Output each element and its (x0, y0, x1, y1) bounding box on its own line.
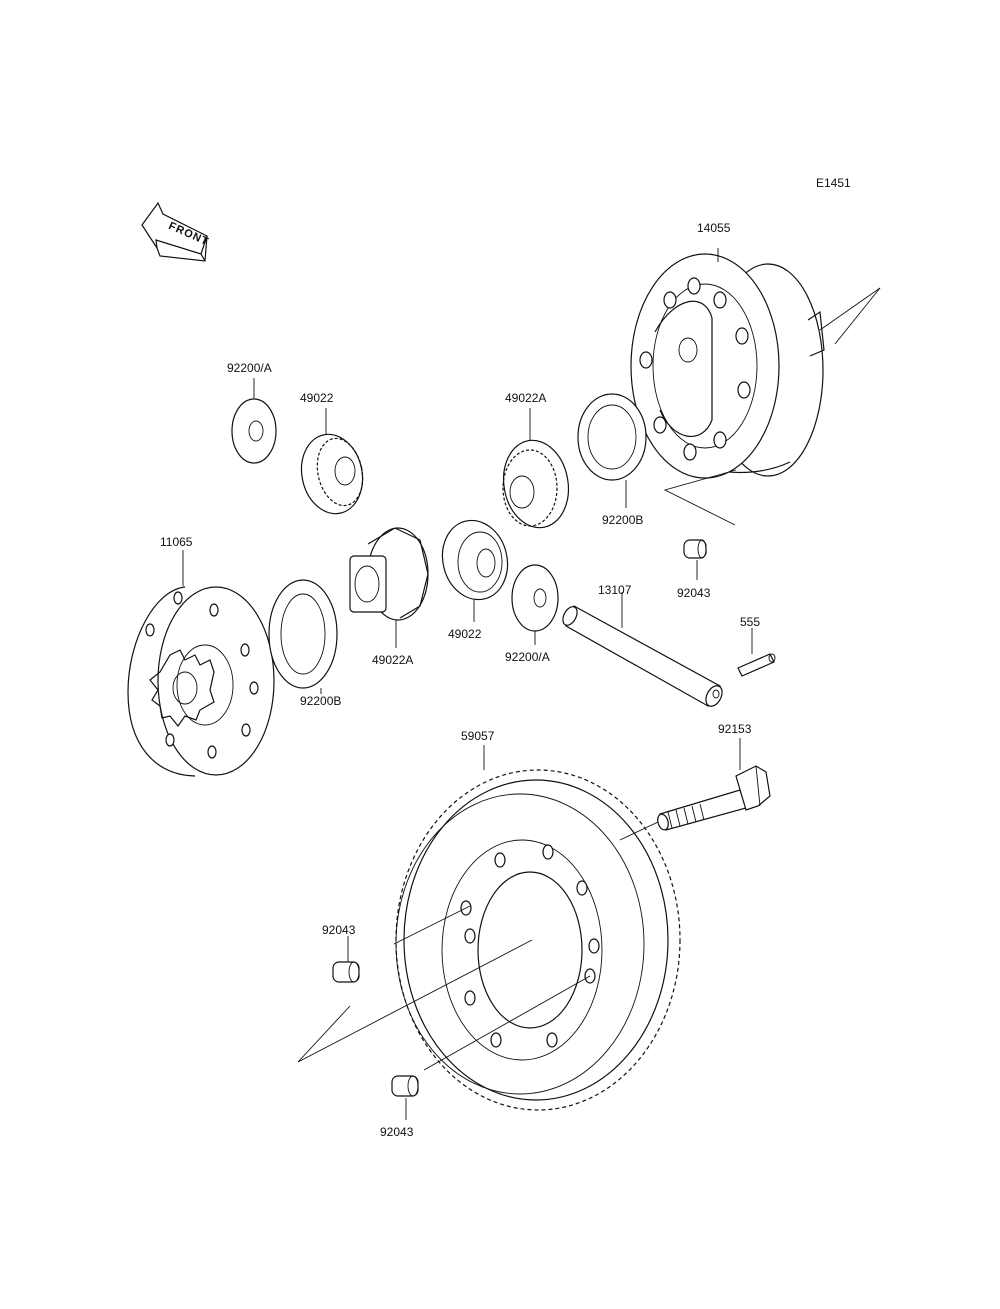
bevel-gear-49022-mid (441, 519, 509, 622)
label-92200B-right: 92200B (602, 513, 643, 527)
label-92200A-top: 92200/A (227, 361, 272, 375)
lock-pin-555 (737, 628, 776, 677)
thrust-washer-92200B-right (577, 393, 647, 508)
pinion-shaft-13107 (562, 592, 723, 707)
label-49022-mid: 49022 (448, 627, 482, 641)
alignment-lines (297, 821, 659, 1071)
side-gear-49022A-top (502, 408, 570, 529)
side-gear-49022A-mid (349, 527, 429, 648)
label-49022A-mid: 49022A (372, 653, 413, 667)
front-arrow-icon: FRONT (141, 201, 211, 262)
thrust-washer-92200B-left (268, 579, 338, 694)
label-13107: 13107 (598, 583, 632, 597)
differential-case-14055 (630, 248, 881, 526)
bolt-92153 (657, 738, 771, 831)
label-49022A-top: 49022A (505, 391, 546, 405)
bevel-gear-49022-top (300, 408, 364, 515)
label-92043-right: 92043 (677, 586, 711, 600)
label-14055: 14055 (697, 221, 731, 235)
dowel-pin-92043-left (332, 936, 360, 983)
dowel-pin-92043-right (683, 539, 707, 580)
ring-gear-59057 (395, 745, 681, 1111)
label-92153: 92153 (718, 722, 752, 736)
label-92043-left: 92043 (322, 923, 356, 937)
label-11065: 11065 (160, 535, 193, 549)
label-555: 555 (740, 615, 760, 629)
label-59057: 59057 (461, 729, 495, 743)
label-49022-top: 49022 (300, 391, 334, 405)
washer-92200A-top (231, 378, 277, 464)
diagram-code: E1451 (816, 176, 851, 190)
side-plate-11065 (127, 550, 275, 777)
label-92200B-left: 92200B (300, 694, 341, 708)
label-92200A-mid: 92200/A (505, 650, 550, 664)
washer-92200A-mid (511, 564, 559, 645)
dowel-pin-92043-bottom (391, 1075, 419, 1120)
label-92043-bottom: 92043 (380, 1125, 414, 1139)
